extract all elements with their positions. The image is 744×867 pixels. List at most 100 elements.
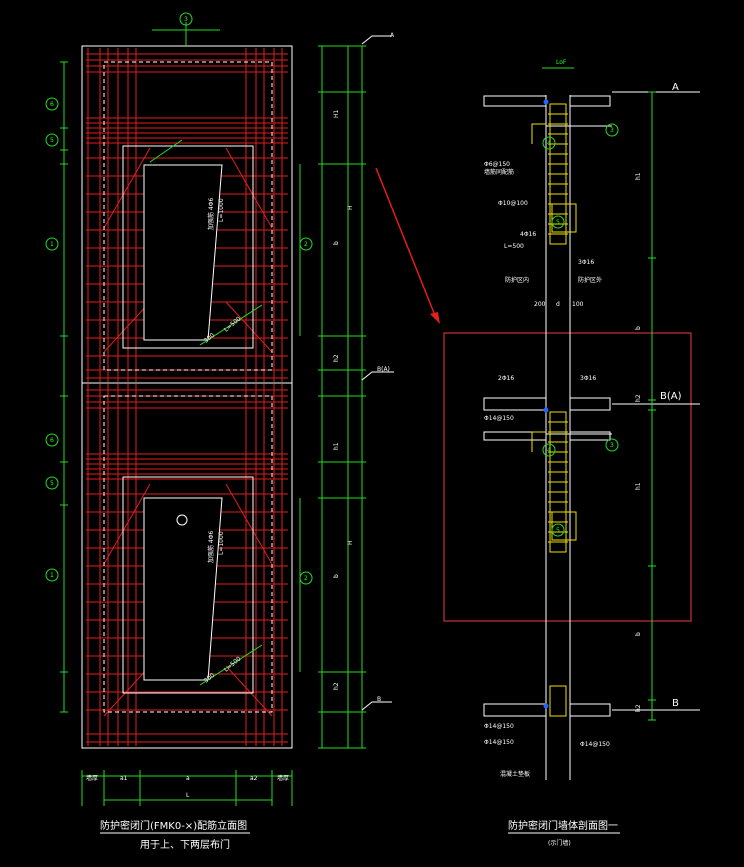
section-bubble — [605, 123, 619, 137]
left-subtitle: 用于上、下两层布门 — [140, 838, 230, 851]
slab-right — [569, 397, 611, 411]
section-stirrup-marker — [543, 99, 549, 105]
section-note: 100 — [572, 301, 584, 308]
section-bottom-marker — [543, 703, 549, 709]
left-circle-label — [45, 476, 59, 490]
level-label-b: B — [377, 696, 381, 703]
left-circle-text: 6 — [50, 437, 54, 444]
bottom-dim-wall-left: 墙厚 — [86, 774, 98, 782]
section-bubble-text: 5 — [556, 527, 560, 534]
bottom-dim-a2: a2 — [250, 775, 258, 782]
upper-dashed-frame — [103, 61, 273, 371]
section-dim-label: h2 — [635, 704, 642, 712]
rebar-diagonal — [103, 147, 151, 229]
section-notes: Φ6@150墙筋同配筋Φ10@100L=5004Φ163Φ16防护区内防护区外2… — [484, 161, 610, 778]
section-rebar — [531, 99, 577, 717]
section-note: Φ6@150 — [484, 161, 510, 168]
right-dim-label: H1 — [333, 109, 340, 118]
top-circle-text: 3 — [184, 16, 188, 23]
lof-label: LoF — [556, 59, 567, 66]
upper-top-diag — [149, 139, 183, 163]
section-dim-label: h1 — [635, 482, 642, 490]
left-circle-text: 1 — [50, 241, 54, 248]
section-bubble-text: 3 — [610, 127, 614, 134]
callout-arrowhead — [430, 312, 440, 324]
lower-panel-note-sub: L=1000 — [218, 531, 225, 555]
section-hook — [531, 123, 546, 144]
section-stirrup-marker — [543, 407, 549, 413]
section-bubble — [542, 136, 556, 150]
left-circle-text: 6 — [50, 101, 54, 108]
right-dim-label: h1 — [333, 442, 340, 450]
section-bubble-text: 4 — [547, 447, 551, 454]
bottom-dim-a1: a1 — [120, 775, 128, 782]
right-dim-label: h2 — [333, 682, 340, 690]
section-bubble — [605, 438, 619, 452]
section-note: 4Φ16 — [520, 231, 536, 238]
section-note: 3Φ16 — [578, 259, 594, 266]
slab-left — [483, 95, 547, 107]
upper-panel-note: 加强筋 4Φ6 — [207, 198, 215, 230]
lower-door-marker — [176, 514, 188, 526]
right-circle-2-lower-text: 2 — [304, 575, 308, 582]
section-note: d — [556, 301, 560, 308]
section-dim-label: b — [635, 632, 642, 636]
section-bubble — [542, 443, 556, 457]
slab-left — [483, 397, 547, 411]
rebar-diagonal — [225, 665, 273, 717]
right-dim-label: h2 — [333, 354, 340, 362]
section-bottom-column — [549, 685, 567, 717]
section-dim-label: h2 — [635, 394, 642, 402]
left-circle-label — [45, 568, 59, 582]
lower-diag-label-2: L=500 — [223, 655, 243, 673]
rebar-diagonal — [225, 301, 273, 353]
section-note: Φ14@150 — [484, 723, 514, 730]
left-circle-label — [45, 237, 59, 251]
rebar-grid-lower — [86, 384, 288, 746]
right-subtitle: (示门墙) — [548, 839, 571, 847]
right-section-dims: h1 b h2 h1 b h2 — [635, 91, 656, 721]
right-level-b: B — [672, 698, 679, 709]
section-anchor-box — [551, 203, 577, 233]
lower-dashed-frame — [103, 395, 273, 713]
section-dim-label: b — [635, 326, 642, 330]
slab-left — [483, 703, 547, 717]
section-bubble-text: 4 — [547, 140, 551, 147]
right-dim-label: b — [333, 241, 340, 245]
upper-diag-label-2: L=500 — [223, 315, 243, 333]
left-circle-text: 5 — [50, 137, 54, 144]
top-circle-label — [179, 12, 193, 26]
level-label-ba: B(A) — [377, 366, 390, 373]
right-dim-label: H — [347, 540, 354, 545]
bottom-dim-wall-right: 墙厚 — [277, 774, 289, 782]
slab-right — [569, 703, 611, 717]
slab-left — [483, 431, 547, 441]
right-circle-2-upper-text: 2 — [304, 241, 308, 248]
section-note: Φ14@150 — [580, 741, 610, 748]
upper-panel-note-sub: L=1000 — [218, 198, 225, 222]
rebar-diagonal — [225, 483, 273, 565]
section-note: 墙筋同配筋 — [484, 168, 514, 176]
section-dim-label: h1 — [635, 172, 642, 180]
section-hook — [531, 431, 546, 452]
bottom-dim-a: a — [186, 775, 190, 782]
lower-door-frame — [122, 476, 254, 694]
upper-door-frame — [122, 145, 254, 349]
level-marker-a — [361, 35, 392, 45]
highlight-box — [443, 332, 692, 622]
section-note: 2Φ16 — [498, 375, 514, 382]
left-circle-label — [45, 433, 59, 447]
right-title: 防护密闭门墙体剖面图一 — [508, 819, 618, 832]
section-note: 防护区内 — [505, 276, 529, 284]
section-bubble-text: 5 — [556, 219, 560, 226]
section-bubble — [551, 215, 565, 229]
right-dim-label: H — [347, 205, 354, 210]
slab-right — [569, 95, 611, 107]
floor-slabs — [483, 95, 612, 717]
left-elevation: 300 L=500 300 L=500 加强筋 4Φ6 L=1000 加强筋 4… — [45, 12, 395, 851]
left-outer-frame — [81, 45, 293, 749]
section-bubble-text: 3 — [610, 442, 614, 449]
